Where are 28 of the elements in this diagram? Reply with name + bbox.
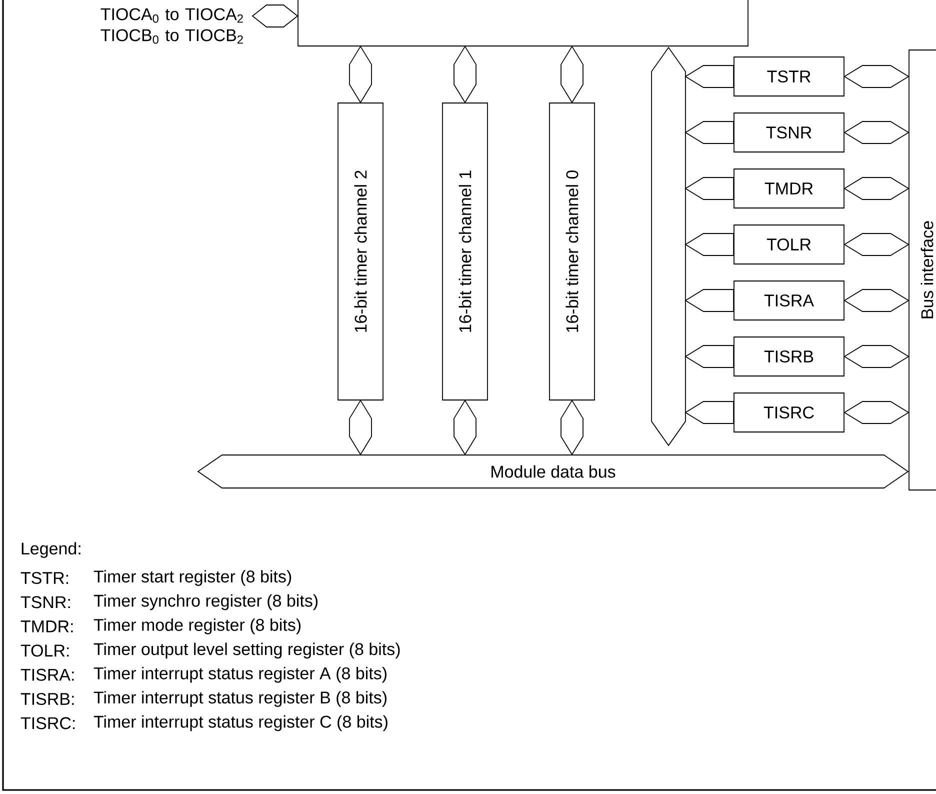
register-box: TMDR [734, 168, 844, 208]
register-box: TISRA [734, 280, 844, 320]
legend-abbreviation: TISRC: [20, 717, 75, 730]
legend-description: Timer mode register (8 bits) [94, 618, 301, 634]
register-box: TISRC [734, 392, 844, 432]
legend-abbreviation: TOLR: [20, 644, 69, 657]
legend-abbreviation: TSTR: [20, 572, 68, 584]
channel-box: 16-bit timer channel 0 [549, 102, 595, 400]
block-box [298, 0, 748, 46]
legend-description: Timer synchro register (8 bits) [94, 594, 318, 610]
legend-abbreviation: TISRA: [20, 668, 74, 681]
legend-description: Timer interrupt status register A (8 bits) [94, 666, 386, 683]
register-box: TSTR [734, 56, 844, 96]
signal-label: TIOCA$_{0}$ to TIOCA$_{2}$ TIOCB$_{0}$ to TIOCB$_{2}$ [100, 8, 243, 44]
legend-description: Timer output level setting register (8 bits) [94, 642, 400, 659]
legend-description: Timer interrupt status register C (8 bits) [94, 715, 388, 732]
legend-description: Timer interrupt status register B (8 bits) [94, 691, 386, 707]
legend-abbreviation: TSNR: [20, 596, 70, 608]
channel-box: 16-bit timer channel 1 [442, 102, 488, 400]
register-box: TSNR [734, 112, 844, 152]
legend-abbreviation: TISRB: [20, 692, 74, 706]
channel-box: 16-bit timer channel 2 [338, 102, 384, 400]
register-box: TOLR [734, 224, 844, 264]
legend-heading: Legend: [22, 542, 80, 558]
register-box: TISRB [734, 336, 844, 376]
bus-interface-box: Bus interface [908, 50, 936, 490]
legend-abbreviation: TMDR: [20, 620, 73, 632]
legend-description: Timer start register (8 bits) [94, 570, 292, 586]
